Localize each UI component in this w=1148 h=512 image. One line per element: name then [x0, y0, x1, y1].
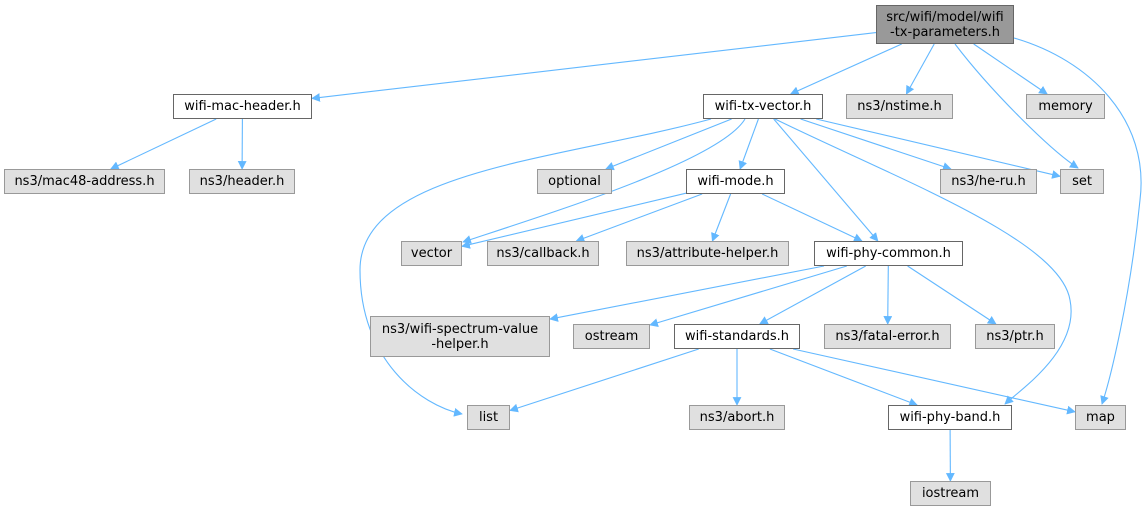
node-map: map	[1075, 405, 1126, 430]
node-callback: ns3/callback.h	[487, 241, 599, 266]
node-ptr: ns3/ptr.h	[975, 324, 1055, 349]
node-spectrum-value-helper: ns3/wifi-spectrum-value -helper.h	[370, 316, 550, 357]
edge-wifi-standards-to-wifi-phy-band	[769, 348, 918, 407]
node-fatal-error: ns3/fatal-error.h	[824, 324, 951, 349]
node-wifi-standards[interactable]: wifi-standards.h	[674, 324, 800, 349]
edge-wifi-mode-to-vector	[461, 192, 687, 249]
edge-root-to-wifi-tx-vector	[789, 43, 902, 95]
node-root: src/wifi/model/wifi -tx-parameters.h	[876, 5, 1014, 44]
edge-wifi-mode-to-callback	[575, 193, 703, 243]
edge-root-to-nstime	[905, 43, 935, 95]
edge-root-to-memory	[973, 43, 1048, 95]
node-set: set	[1060, 169, 1104, 194]
node-mac48: ns3/mac48-address.h	[4, 169, 165, 194]
edge-root-to-set	[954, 43, 1079, 169]
node-attribute-helper: ns3/attribute-helper.h	[626, 241, 789, 266]
node-he-ru: ns3/he-ru.h	[940, 169, 1037, 194]
edge-wifi-tx-vector-to-he-ru	[800, 118, 952, 171]
node-nstime: ns3/nstime.h	[846, 94, 953, 119]
node-wifi-mode[interactable]: wifi-mode.h	[686, 169, 785, 194]
edge-wifi-mac-header-to-mac48	[110, 118, 217, 170]
edge-wifi-standards-to-list	[509, 348, 699, 413]
node-wifi-phy-band[interactable]: wifi-phy-band.h	[888, 405, 1012, 430]
edge-wifi-standards-to-map	[792, 348, 1076, 415]
edge-wifi-tx-vector-to-list	[359, 118, 712, 417]
node-list: list	[467, 405, 510, 430]
node-header: ns3/header.h	[189, 169, 295, 194]
edge-wifi-tx-vector-to-vector	[462, 118, 746, 244]
node-iostream: iostream	[910, 481, 991, 506]
node-ostream: ostream	[573, 324, 650, 349]
edge-wifi-phy-common-to-spectrum-value-helper	[549, 265, 825, 322]
edge-wifi-phy-common-to-wifi-standards	[759, 265, 866, 325]
edge-wifi-phy-common-to-ptr	[907, 265, 997, 325]
edge-wifi-tx-vector-to-set	[816, 118, 1061, 179]
edge-root-to-map	[1013, 37, 1142, 405]
edge-wifi-tx-vector-to-wifi-phy-common	[773, 118, 879, 242]
edge-wifi-tx-vector-to-optional	[605, 118, 732, 171]
node-wifi-mac-header[interactable]: wifi-mac-header.h	[173, 94, 312, 119]
edge-root-to-wifi-mac-header	[311, 32, 877, 102]
node-wifi-phy-common[interactable]: wifi-phy-common.h	[814, 241, 963, 266]
node-wifi-tx-vector[interactable]: wifi-tx-vector.h	[703, 94, 823, 119]
edge-wifi-phy-common-to-fatal-error	[883, 265, 893, 325]
node-abort: ns3/abort.h	[689, 405, 785, 430]
node-memory: memory	[1026, 94, 1105, 119]
edge-wifi-mode-to-attribute-helper	[711, 193, 732, 242]
edge-wifi-tx-vector-to-wifi-mode	[738, 118, 759, 170]
edge-wifi-phy-common-to-ostream	[649, 265, 847, 327]
node-vector: vector	[401, 241, 462, 266]
edge-wifi-mode-to-wifi-phy-common	[761, 193, 863, 242]
node-optional: optional	[537, 169, 612, 194]
edge-wifi-tx-vector-to-wifi-phy-band	[774, 118, 1072, 405]
